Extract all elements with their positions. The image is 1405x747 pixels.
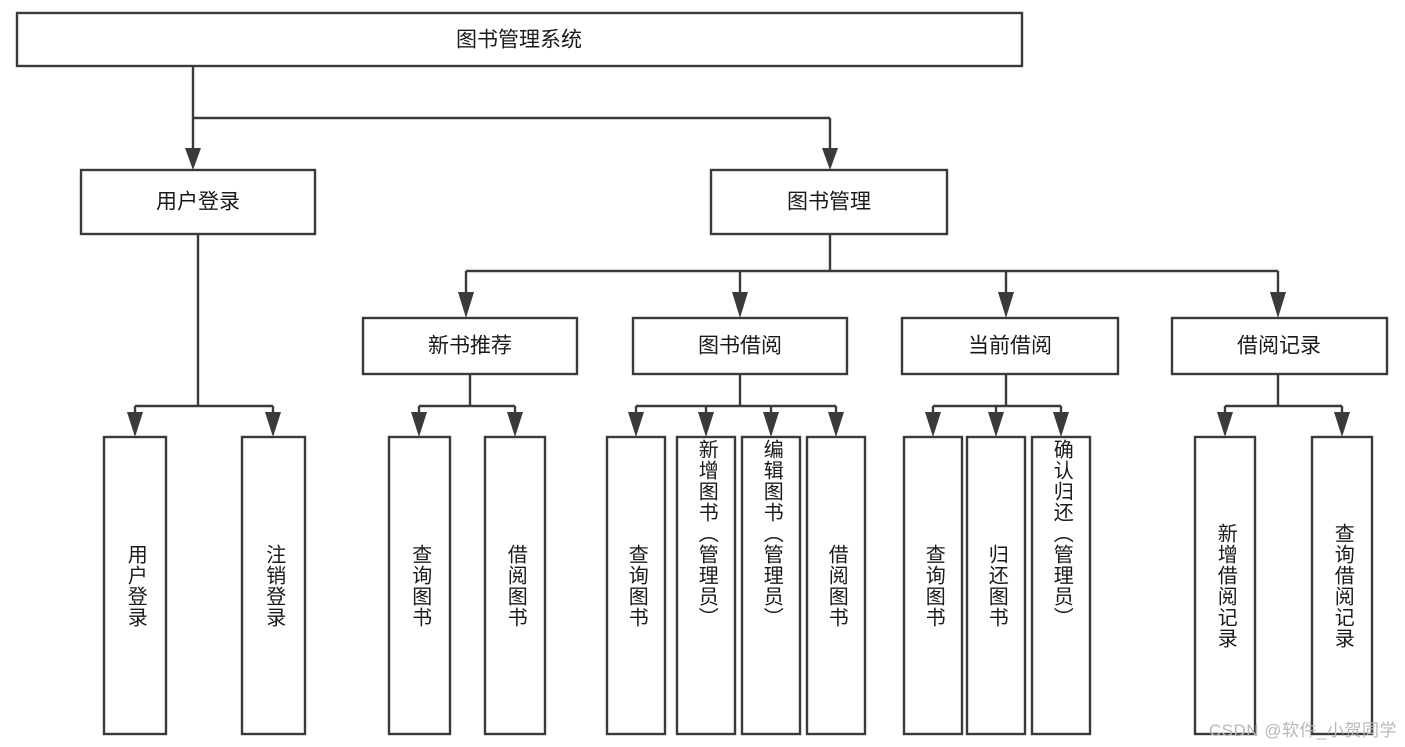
node-label-user-login: 用户登录 <box>156 191 240 214</box>
node-box-leaf-11[interactable] <box>1030 435 1092 736</box>
node-current-borrow[interactable]: 当前借阅 <box>900 316 1120 376</box>
node-label-book-manage: 图书管理 <box>787 191 871 214</box>
node-box-leaf-8[interactable] <box>805 435 867 736</box>
arrow-head-current-borrow <box>998 292 1014 318</box>
connector-group-user-login-leaves <box>127 234 281 437</box>
node-box-leaf-2[interactable] <box>240 435 307 736</box>
arrow-head-leaf-6 <box>698 412 714 437</box>
arrow-head-leaf-9 <box>925 412 941 437</box>
node-box-leaf-4[interactable] <box>483 435 547 736</box>
node-label-new-book-recommend: 新书推荐 <box>428 335 512 358</box>
arrow-head-leaf-4 <box>507 412 523 437</box>
arrow-head-leaf-12 <box>1217 412 1233 437</box>
arrow-head-leaf-8 <box>828 412 844 437</box>
arrow-head-leaf-10 <box>988 412 1004 437</box>
node-book-borrow[interactable]: 图书借阅 <box>631 316 849 376</box>
connector-group-new-book-leaves <box>411 374 523 437</box>
arrow-head-book-borrow <box>732 292 748 318</box>
node-box-root[interactable] <box>15 11 1024 68</box>
arrow-head-leaf-3 <box>411 412 427 437</box>
node-box-leaf-5[interactable] <box>605 435 667 736</box>
node-box-leaf-7[interactable] <box>740 435 802 736</box>
node-box-new-book-recommend[interactable] <box>361 316 579 376</box>
arrow-head-leaf-2 <box>265 412 281 437</box>
arrow-head-user-login <box>185 148 201 170</box>
watermark-text: CSDN @软件_小贺同学 <box>1208 721 1397 740</box>
node-box-leaf-13[interactable] <box>1310 435 1374 736</box>
node-new-book-recommend[interactable]: 新书推荐 <box>361 316 579 376</box>
node-box-leaf-12[interactable] <box>1193 435 1257 736</box>
connector-group-book-borrow-leaves <box>628 374 844 437</box>
node-box-book-manage[interactable] <box>709 168 949 236</box>
node-label-root: 图书管理系统 <box>456 29 582 52</box>
node-box-book-borrow[interactable] <box>631 316 849 376</box>
arrow-head-book-manage <box>822 148 838 170</box>
connector-group-level2 <box>458 234 1286 318</box>
node-box-leaf-1[interactable] <box>102 435 168 736</box>
node-box-current-borrow[interactable] <box>900 316 1120 376</box>
node-box-leaf-3[interactable] <box>387 435 452 736</box>
node-label-book-borrow: 图书借阅 <box>698 335 782 358</box>
node-box-leaf-6[interactable] <box>675 435 737 736</box>
node-borrow-record[interactable]: 借阅记录 <box>1170 316 1389 376</box>
node-box-leaf-10[interactable] <box>965 435 1027 736</box>
node-user-login[interactable]: 用户登录 <box>79 168 317 236</box>
arrow-head-leaf-5 <box>628 412 644 437</box>
node-label-borrow-record: 借阅记录 <box>1237 335 1321 358</box>
arrow-head-new-book <box>458 292 474 318</box>
arrow-head-leaf-11 <box>1053 412 1069 437</box>
arrow-head-leaf-1 <box>127 412 143 437</box>
connector-group-current-borrow-leaves <box>925 374 1069 437</box>
connector-group-borrow-record-leaves <box>1217 374 1350 437</box>
connector-group-root <box>185 66 838 170</box>
node-box-user-login[interactable] <box>79 168 317 236</box>
node-book-manage[interactable]: 图书管理 <box>709 168 949 236</box>
node-box-leaf-9[interactable] <box>902 435 964 736</box>
node-root[interactable]: 图书管理系统 <box>15 11 1024 68</box>
arrow-head-borrow-record <box>1270 292 1286 318</box>
node-label-current-borrow: 当前借阅 <box>968 335 1052 358</box>
arrow-head-leaf-13 <box>1334 412 1350 437</box>
arrow-head-leaf-7 <box>763 412 779 437</box>
node-box-borrow-record[interactable] <box>1170 316 1389 376</box>
